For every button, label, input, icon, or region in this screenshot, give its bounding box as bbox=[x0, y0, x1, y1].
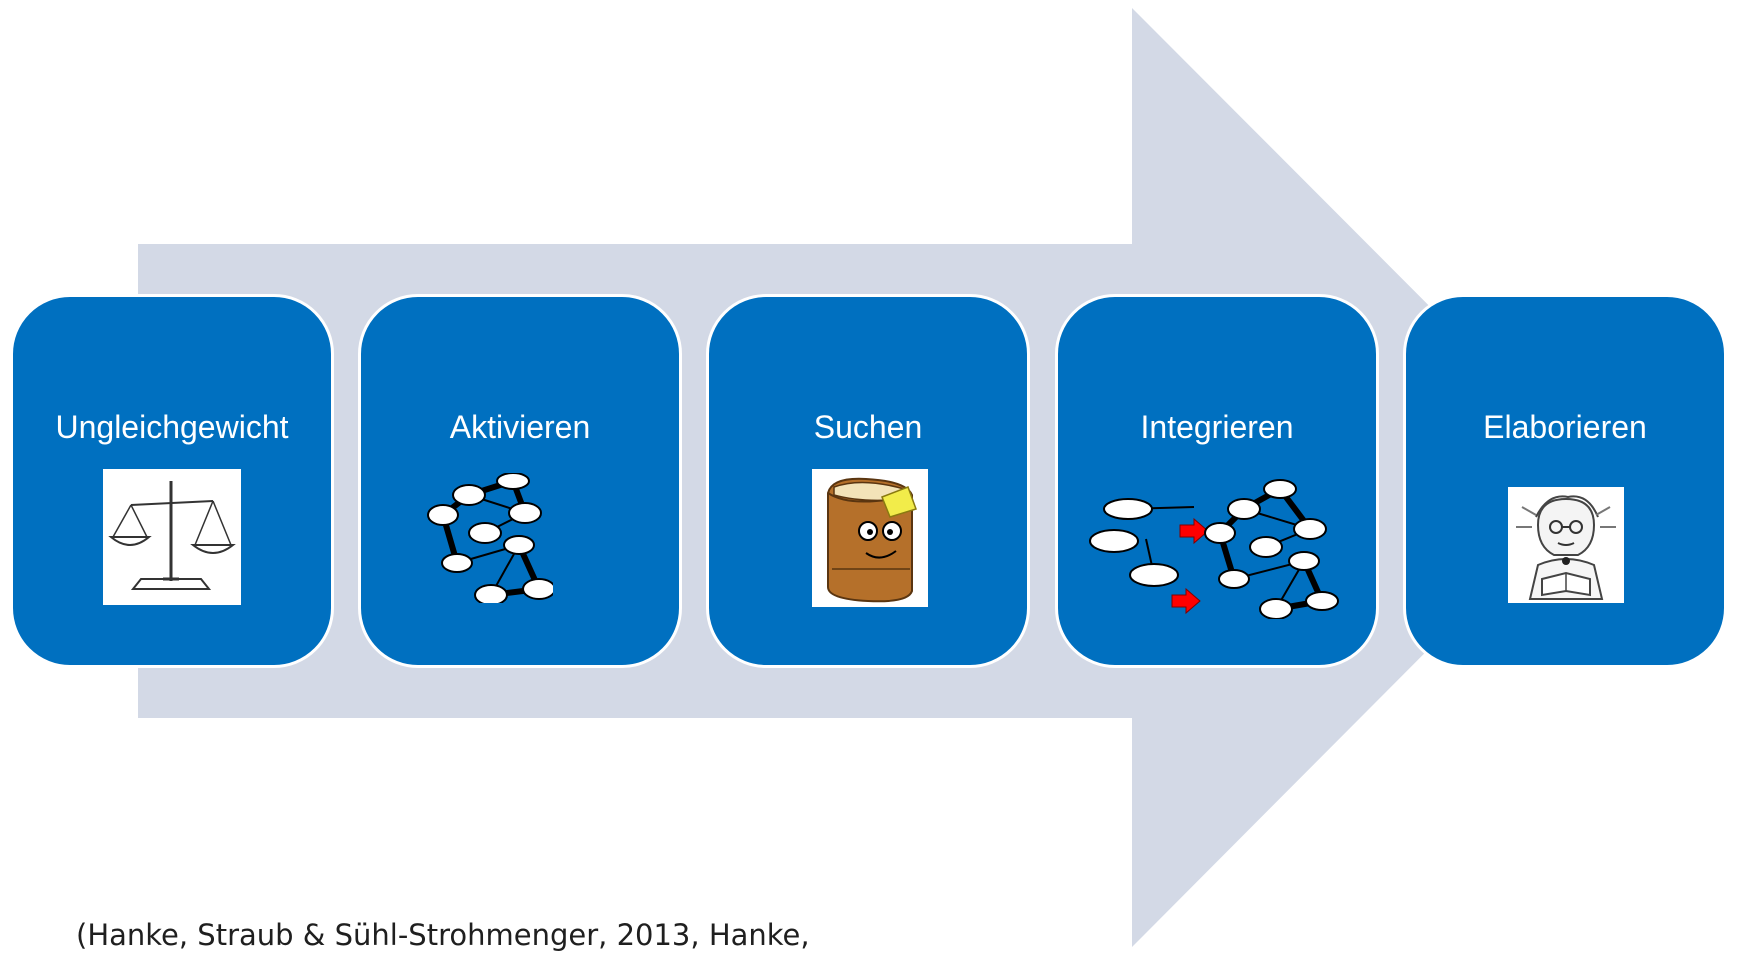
step-label: Elaborieren bbox=[1483, 409, 1647, 445]
step-aktivieren: Aktivieren bbox=[358, 294, 682, 668]
citation: (Hanke, Straub & Sühl-Strohmenger, 2013,… bbox=[76, 918, 810, 952]
step-suchen: Suchen bbox=[706, 294, 1030, 668]
step-ungleichgewicht: Ungleichgewicht bbox=[10, 294, 334, 668]
scale-icon bbox=[103, 469, 241, 605]
book-icon bbox=[812, 469, 928, 607]
network-icon bbox=[423, 472, 556, 606]
step-elaborieren: Elaborieren bbox=[1403, 294, 1727, 668]
step-integrieren: Integrieren bbox=[1055, 294, 1379, 668]
step-label: Ungleichgewicht bbox=[55, 409, 289, 445]
step-label: Aktivieren bbox=[449, 409, 591, 445]
network-integration-icon bbox=[1086, 479, 1340, 620]
step-label: Suchen bbox=[813, 409, 923, 445]
step-label: Integrieren bbox=[1140, 409, 1294, 445]
thinking-person-icon bbox=[1508, 487, 1624, 603]
